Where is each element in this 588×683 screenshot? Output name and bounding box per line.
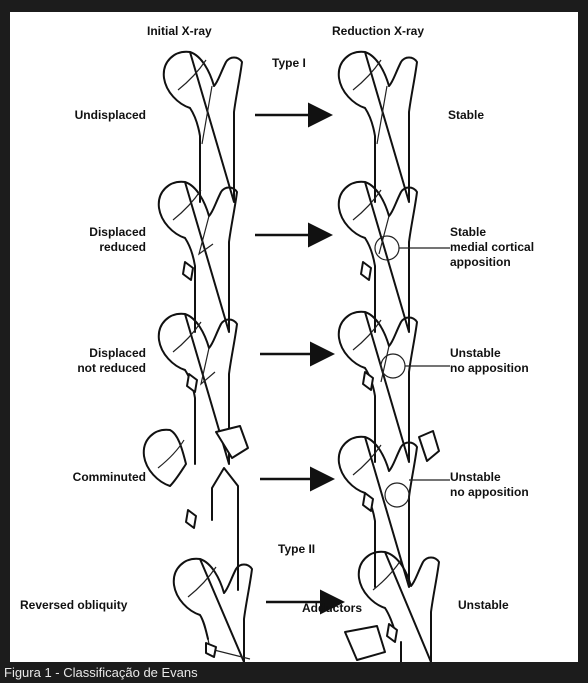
row-undisplaced-reduction (339, 52, 417, 202)
result-unstable-2: Unstable (458, 598, 509, 613)
type-1-label: Type I (272, 56, 306, 71)
result-stable-medial-cortical-apposition: Stable medial cortical apposition (450, 225, 534, 270)
row-label-comminuted: Comminuted (73, 470, 146, 485)
figure-panel: Initial X-ray Reduction X-ray Type I Typ… (10, 12, 578, 662)
adductors-annotation: Adductors (302, 601, 362, 616)
result-unstable-no-apposition-1: Unstable no apposition (450, 346, 529, 376)
result-stable-1: Stable (448, 108, 484, 123)
result-unstable-no-apposition-2: Unstable no apposition (450, 470, 529, 500)
row-label-undisplaced: Undisplaced (75, 108, 146, 123)
row-label-reversed-obliquity: Reversed obliquity (20, 598, 127, 613)
row-displaced-reduced-initial (159, 182, 237, 332)
type-2-label: Type II (278, 542, 315, 557)
reduction-xray-header: Reduction X-ray (332, 24, 424, 39)
row-label-displaced-reduced: Displaced reduced (89, 225, 146, 255)
initial-xray-header: Initial X-ray (147, 24, 212, 39)
row-label-displaced-not-reduced: Displaced not reduced (77, 346, 146, 376)
row-reversed-obliquity-initial (174, 559, 252, 662)
row-undisplaced-initial (164, 52, 242, 202)
figure-caption: Figura 1 - Classificação de Evans (0, 662, 588, 683)
row-displaced-reduced-reduction (339, 182, 417, 332)
